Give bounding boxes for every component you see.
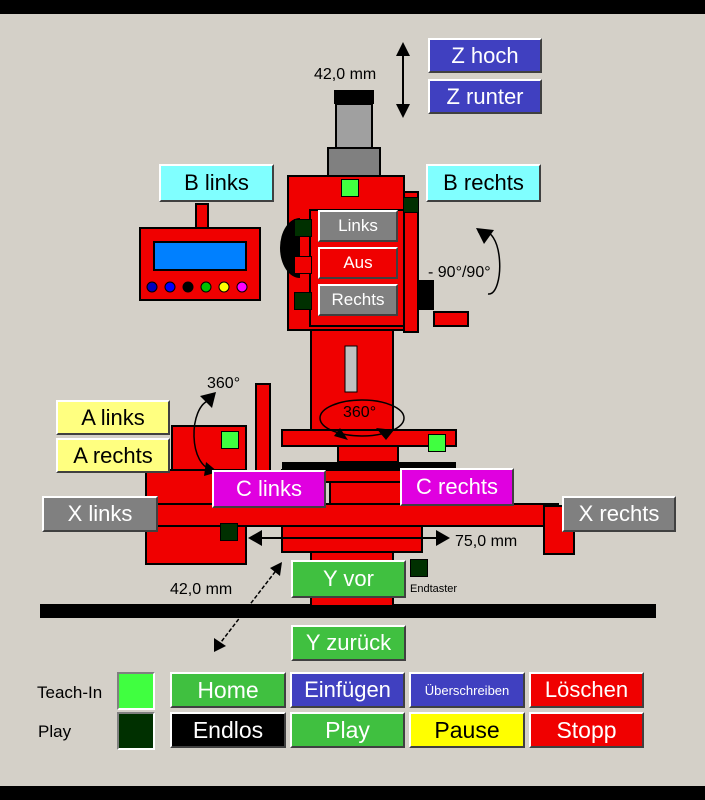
z-arrow-up-icon	[396, 42, 410, 56]
base-rail	[40, 604, 656, 618]
head-side	[403, 191, 419, 333]
play-button[interactable]: Play	[290, 712, 405, 748]
a-axis-plate	[255, 383, 271, 485]
teach-in-indicator[interactable]	[117, 672, 155, 710]
c-rotation-arrow-icon	[334, 428, 348, 440]
z-housing	[327, 147, 381, 179]
play-mode-indicator[interactable]	[117, 712, 155, 750]
b-range-label: - 90°/90°	[428, 264, 491, 281]
z-arrow-down-icon	[396, 104, 410, 118]
b-rotation-arc	[477, 230, 501, 295]
c-range-label: 360°	[343, 404, 377, 421]
pendant-led-blue	[146, 281, 158, 293]
a-range-label: 360°	[207, 375, 241, 392]
spindle-off-button[interactable]: Aus	[318, 247, 398, 279]
y-saddle	[329, 481, 407, 505]
spindle-left-led	[294, 219, 312, 237]
a-right-button[interactable]: A rechts	[56, 438, 170, 473]
x-left-button[interactable]: X links	[42, 496, 158, 532]
pendant-display	[153, 241, 247, 271]
play-mode-label: Play	[38, 722, 72, 741]
a-rotation-arrow-icon	[200, 392, 216, 408]
pendant-led-blue2	[164, 281, 176, 293]
c-right-button[interactable]: C rechts	[400, 468, 514, 506]
y-back-button[interactable]: Y zurück	[291, 625, 406, 661]
pendant-led-magenta	[236, 281, 248, 293]
home-button[interactable]: Home	[170, 672, 286, 708]
insert-button[interactable]: Einfügen	[290, 672, 405, 708]
y-forward-button[interactable]: Y vor	[291, 560, 406, 598]
spindle-shaft	[344, 345, 358, 393]
x-position-value: 75,0 mm	[455, 533, 518, 550]
b-status-led	[403, 197, 419, 213]
b-rotation-arrow-icon	[476, 228, 494, 244]
y-arrow-line	[217, 567, 279, 647]
x-status-led	[220, 523, 238, 541]
x-arrow-right-icon	[436, 530, 450, 546]
z-down-button[interactable]: Z runter	[428, 79, 542, 114]
stop-button[interactable]: Stopp	[529, 712, 644, 748]
spindle-left-button[interactable]: Links	[318, 210, 398, 242]
teach-in-label: Teach-In	[37, 683, 103, 702]
c-rotation-arrow2-icon	[376, 428, 394, 440]
pendant-led-yellow	[218, 281, 230, 293]
spindle-off-led	[294, 256, 312, 274]
a-status-led	[221, 431, 239, 449]
pendant-led-green	[200, 281, 212, 293]
z-status-led	[341, 179, 359, 197]
limit-switch-led	[410, 559, 428, 577]
b-right-button[interactable]: B rechts	[426, 164, 541, 202]
b-left-button[interactable]: B links	[159, 164, 274, 202]
endless-button[interactable]: Endlos	[170, 712, 286, 748]
c-left-button[interactable]: C links	[212, 470, 326, 508]
a-left-button[interactable]: A links	[56, 400, 170, 435]
x-arrow-left-icon	[248, 530, 262, 546]
c-rotation-arc	[319, 399, 405, 437]
z-position-value: 42,0 mm	[314, 66, 377, 83]
limit-switch-label: Endtaster	[410, 583, 458, 595]
x-right-button[interactable]: X rechts	[562, 496, 676, 532]
delete-button[interactable]: Löschen	[529, 672, 644, 708]
y-arrow-down-icon	[214, 638, 226, 652]
b-knob	[418, 280, 434, 310]
spindle-right-button[interactable]: Rechts	[318, 284, 398, 316]
pause-button[interactable]: Pause	[409, 712, 525, 748]
c-status-led	[428, 434, 446, 452]
c-table-hub	[337, 445, 399, 463]
c-table-base	[282, 462, 456, 470]
y-position-value: 42,0 mm	[170, 581, 233, 598]
z-up-button[interactable]: Z hoch	[428, 38, 542, 73]
z-top-cap	[334, 90, 374, 104]
z-sleeve	[335, 103, 373, 149]
y-arrow-up-icon	[270, 562, 282, 576]
machine-control-panel: 42,0 mm - 90°/90° 360° 360° 75,0 mm 42,0…	[0, 14, 705, 786]
overwrite-button[interactable]: Überschreiben	[409, 672, 525, 708]
spindle-right-led	[294, 292, 312, 310]
b-bracket	[433, 311, 469, 327]
pendant-led-black	[182, 281, 194, 293]
pendant-arm	[195, 203, 209, 231]
